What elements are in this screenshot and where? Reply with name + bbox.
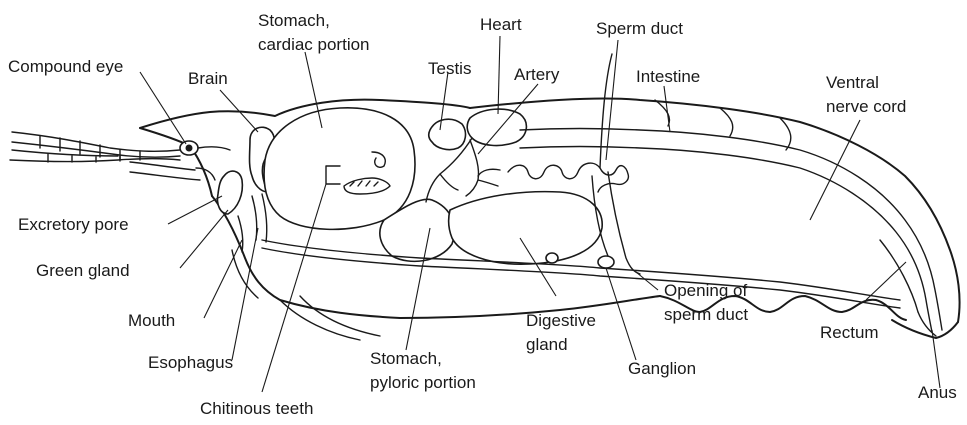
label-compound-eye: Compound eye	[8, 57, 123, 76]
stomach-cardiac-shape	[264, 108, 415, 230]
label-esophagus: Esophagus	[148, 353, 233, 372]
label-chitinous-teeth: Chitinous teeth	[200, 399, 313, 418]
label-stomach-pyloric-line1: Stomach,	[370, 349, 442, 368]
label-stomach-pyloric-line2: pyloric portion	[370, 373, 476, 392]
label-sperm-duct: Sperm duct	[596, 19, 683, 38]
label-digestive-line1: Digestive	[526, 311, 596, 330]
digestive-gland-shape	[449, 192, 603, 265]
label-rectum: Rectum	[820, 323, 879, 342]
label-mouth: Mouth	[128, 311, 175, 330]
label-brain: Brain	[188, 69, 228, 88]
label-anus: Anus	[918, 383, 957, 402]
ganglion-shape	[598, 256, 614, 268]
label-digestive-line2: gland	[526, 335, 568, 354]
label-stomach-cardiac-line2: cardiac portion	[258, 35, 370, 54]
label-opening-line1: Opening of	[664, 281, 747, 300]
heart-shape	[467, 109, 526, 145]
rectum-shape	[880, 240, 918, 312]
label-testis: Testis	[428, 59, 471, 78]
label-artery: Artery	[514, 65, 560, 84]
testis-shape	[429, 119, 466, 149]
green-gland-shape	[217, 171, 242, 214]
label-green-gland: Green gland	[36, 261, 130, 280]
label-opening-line2: sperm duct	[664, 305, 748, 324]
label-excretory-pore: Excretory pore	[18, 215, 129, 234]
label-ganglion: Ganglion	[628, 359, 696, 378]
label-ventral-line2: nerve cord	[826, 97, 906, 116]
label-stomach-cardiac-line1: Stomach,	[258, 11, 330, 30]
label-heart: Heart	[480, 15, 522, 34]
label-intestine: Intestine	[636, 67, 700, 86]
label-ventral-line1: Ventral	[826, 73, 879, 92]
